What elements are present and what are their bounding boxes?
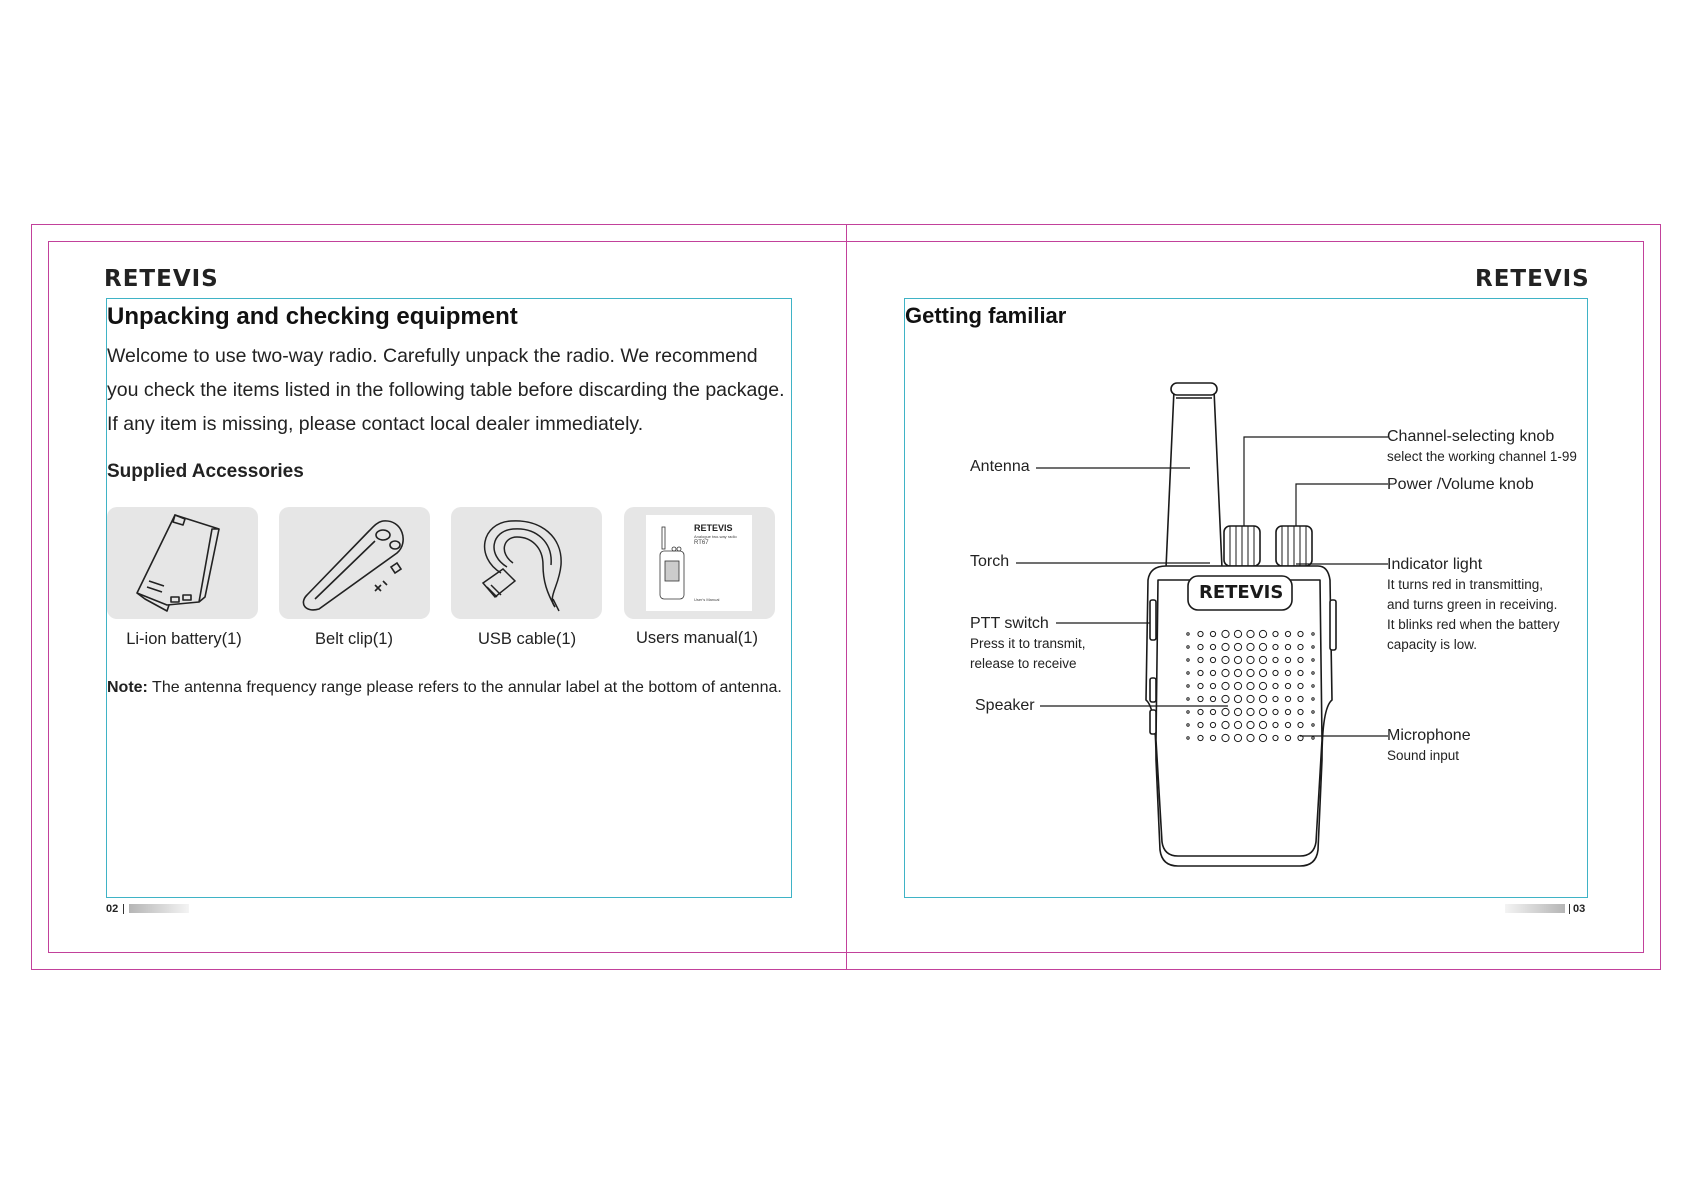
label-antenna: Antenna [970,458,1030,475]
left-content-frame [106,298,792,898]
page-number-divider-left [123,904,124,914]
footer-gradient-bar-left [129,904,189,913]
intro-line-2: you check the items listed in the follow… [107,379,785,401]
right-content-frame [904,298,1588,898]
caption-manual: Users manual(1) [636,629,758,647]
label-channel-knob: Channel-selecting knob [1387,428,1555,445]
accessories-heading: Supplied Accessories [107,461,304,482]
page-number-left: 02 [106,903,119,915]
manual-cover-brand: RETEVIS [694,523,733,533]
accessory-card-belt-clip [279,507,430,619]
spine-line [846,224,847,970]
ptt-desc-1: Press it to transmit, [970,636,1086,651]
radio-logo-text: RETEVIS [1199,582,1284,603]
label-speaker: Speaker [975,697,1035,714]
label-ptt-switch: PTT switch [970,615,1049,632]
accessory-card-manual: RETEVIS Analogue two-way radio RT67 User… [624,507,775,619]
battery-icon [136,514,220,612]
indicator-desc-3: It blinks red when the battery [1387,617,1560,632]
indicator-desc-1: It turns red in transmitting, [1387,577,1544,592]
belt-clip-icon [302,520,404,611]
accessory-card-usb-cable [451,507,602,619]
manual-cover-model: RT67 [694,540,709,546]
antenna-note: Note: The antenna frequency range please… [107,679,782,697]
brand-logo-left: RETEVIS [104,266,219,292]
caption-usb-cable: USB cable(1) [477,630,577,648]
caption-belt-clip: Belt clip(1) [315,630,393,648]
ptt-desc-2: release to receive [970,656,1077,671]
usb-cable-icon [481,520,562,612]
page-number-divider-right [1569,904,1570,914]
brand-logo-right: RETEVIS [1475,266,1590,292]
manual-cover-footer: User's Manual [694,597,720,602]
note-label: Note: [107,679,148,696]
indicator-desc-2: and turns green in receiving. [1387,597,1558,612]
intro-line-1: Welcome to use two-way radio. Carefully … [107,345,758,367]
manual-radio-thumbnail [659,526,685,600]
footer-gradient-bar-right [1505,904,1565,913]
caption-battery: Li-ion battery(1) [126,630,242,648]
label-power-volume-knob: Power /Volume knob [1387,476,1534,493]
intro-line-3: If any item is missing, please contact l… [107,413,644,435]
note-text: The antenna frequency range please refer… [147,679,782,696]
channel-knob-desc: select the working channel 1-99 [1387,449,1577,464]
microphone-desc: Sound input [1387,748,1460,763]
page-number-right: 03 [1573,903,1586,915]
indicator-desc-4: capacity is low. [1387,637,1478,652]
manual-cover-subtitle: Analogue two-way radio [694,534,737,539]
label-indicator-light: Indicator light [1387,556,1483,573]
manual-cover: RETEVIS Analogue two-way radio RT67 User… [646,515,752,611]
label-microphone: Microphone [1387,727,1471,744]
accessory-card-battery [107,507,258,619]
page-title-unpacking: Unpacking and checking equipment [107,303,518,330]
label-torch: Torch [970,553,1010,570]
page-title-getting-familiar: Getting familiar [905,303,1067,328]
